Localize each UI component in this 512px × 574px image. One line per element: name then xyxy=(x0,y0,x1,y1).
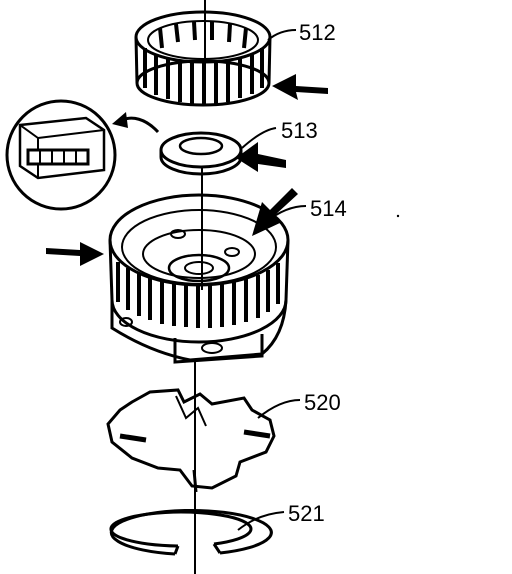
retainer-plate-520 xyxy=(106,388,276,493)
direction-arrows xyxy=(46,74,328,266)
ring-gear-512 xyxy=(134,10,272,107)
arrow-toward-carrier-side xyxy=(46,242,104,266)
carrier-drum-514 xyxy=(108,193,290,364)
callout-513: 513 xyxy=(281,118,318,143)
thrust-washer-513 xyxy=(159,131,243,176)
arrow-into-carrier-drum xyxy=(252,188,298,236)
arrow-toward-ring-gear xyxy=(272,74,328,100)
stray-dot xyxy=(396,214,400,218)
leader-lines xyxy=(237,29,307,531)
callout-512: 512 xyxy=(299,20,336,45)
snap-ring-521 xyxy=(109,508,273,556)
inset-pointer-arrowhead xyxy=(112,112,128,128)
callout-520: 520 xyxy=(304,390,341,415)
callout-521: 521 xyxy=(288,501,325,526)
washer-detail-inset xyxy=(5,99,117,211)
arrow-toward-thrust-washer xyxy=(236,142,286,172)
callout-514: 514 xyxy=(310,196,347,221)
